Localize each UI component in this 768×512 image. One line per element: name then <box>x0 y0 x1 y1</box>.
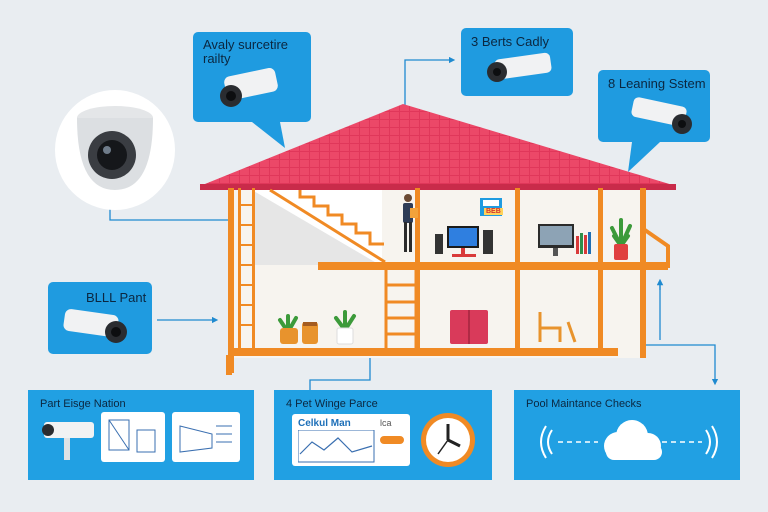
bullet-camera-icon <box>487 52 552 82</box>
callout-top-left-label: Avaly surcetire railty <box>203 37 289 66</box>
bullet-camera-icon <box>220 68 278 107</box>
line-graph <box>298 430 404 463</box>
clock-icon <box>421 413 475 467</box>
bullet-camera-icon <box>631 97 692 134</box>
chart-card: Celkul Man lca <box>292 414 410 466</box>
panel-right-label: Pool Maintance Checks <box>526 398 642 410</box>
callout-top-right: 8 Leaning Sstem <box>598 70 710 142</box>
roof <box>200 104 676 186</box>
dome-camera-icon <box>55 90 175 210</box>
panel-left-label: Part Eisge Nation <box>40 398 126 410</box>
callout-mid-left: BLLL Pant <box>48 282 152 354</box>
chart-card-note: lca <box>380 418 392 428</box>
callout-top-right-label: 8 Leaning Sstem <box>608 76 706 91</box>
panel-center-label: 4 Pet Winge Parce <box>286 398 378 410</box>
cloud-icon <box>604 420 662 460</box>
chart-card-title: Celkul Man <box>298 418 351 429</box>
callout-top-center: 3 Berts Cadly <box>461 28 573 96</box>
callout-mid-left-label: BLLL Pant <box>86 290 147 305</box>
panel-center: 4 Pet Winge Parce Celkul Man lca <box>274 390 492 480</box>
computer-icon <box>435 226 493 257</box>
schematic-card-2 <box>172 412 240 462</box>
person <box>403 194 418 252</box>
schematic-card-1 <box>101 412 165 462</box>
callout-top-center-label: 3 Berts Cadly <box>471 34 550 49</box>
panel-left: Part Eisge Nation <box>28 390 254 480</box>
bullet-camera-icon <box>63 309 127 343</box>
wifi-signal-icon <box>540 425 718 459</box>
wall-sign: BEB <box>484 208 503 215</box>
panel-right: Pool Maintance Checks <box>514 390 740 480</box>
bullet-camera-icon <box>42 422 94 460</box>
plant-icon <box>610 218 632 260</box>
callout-top-left: Avaly surcetire railty <box>193 32 311 122</box>
